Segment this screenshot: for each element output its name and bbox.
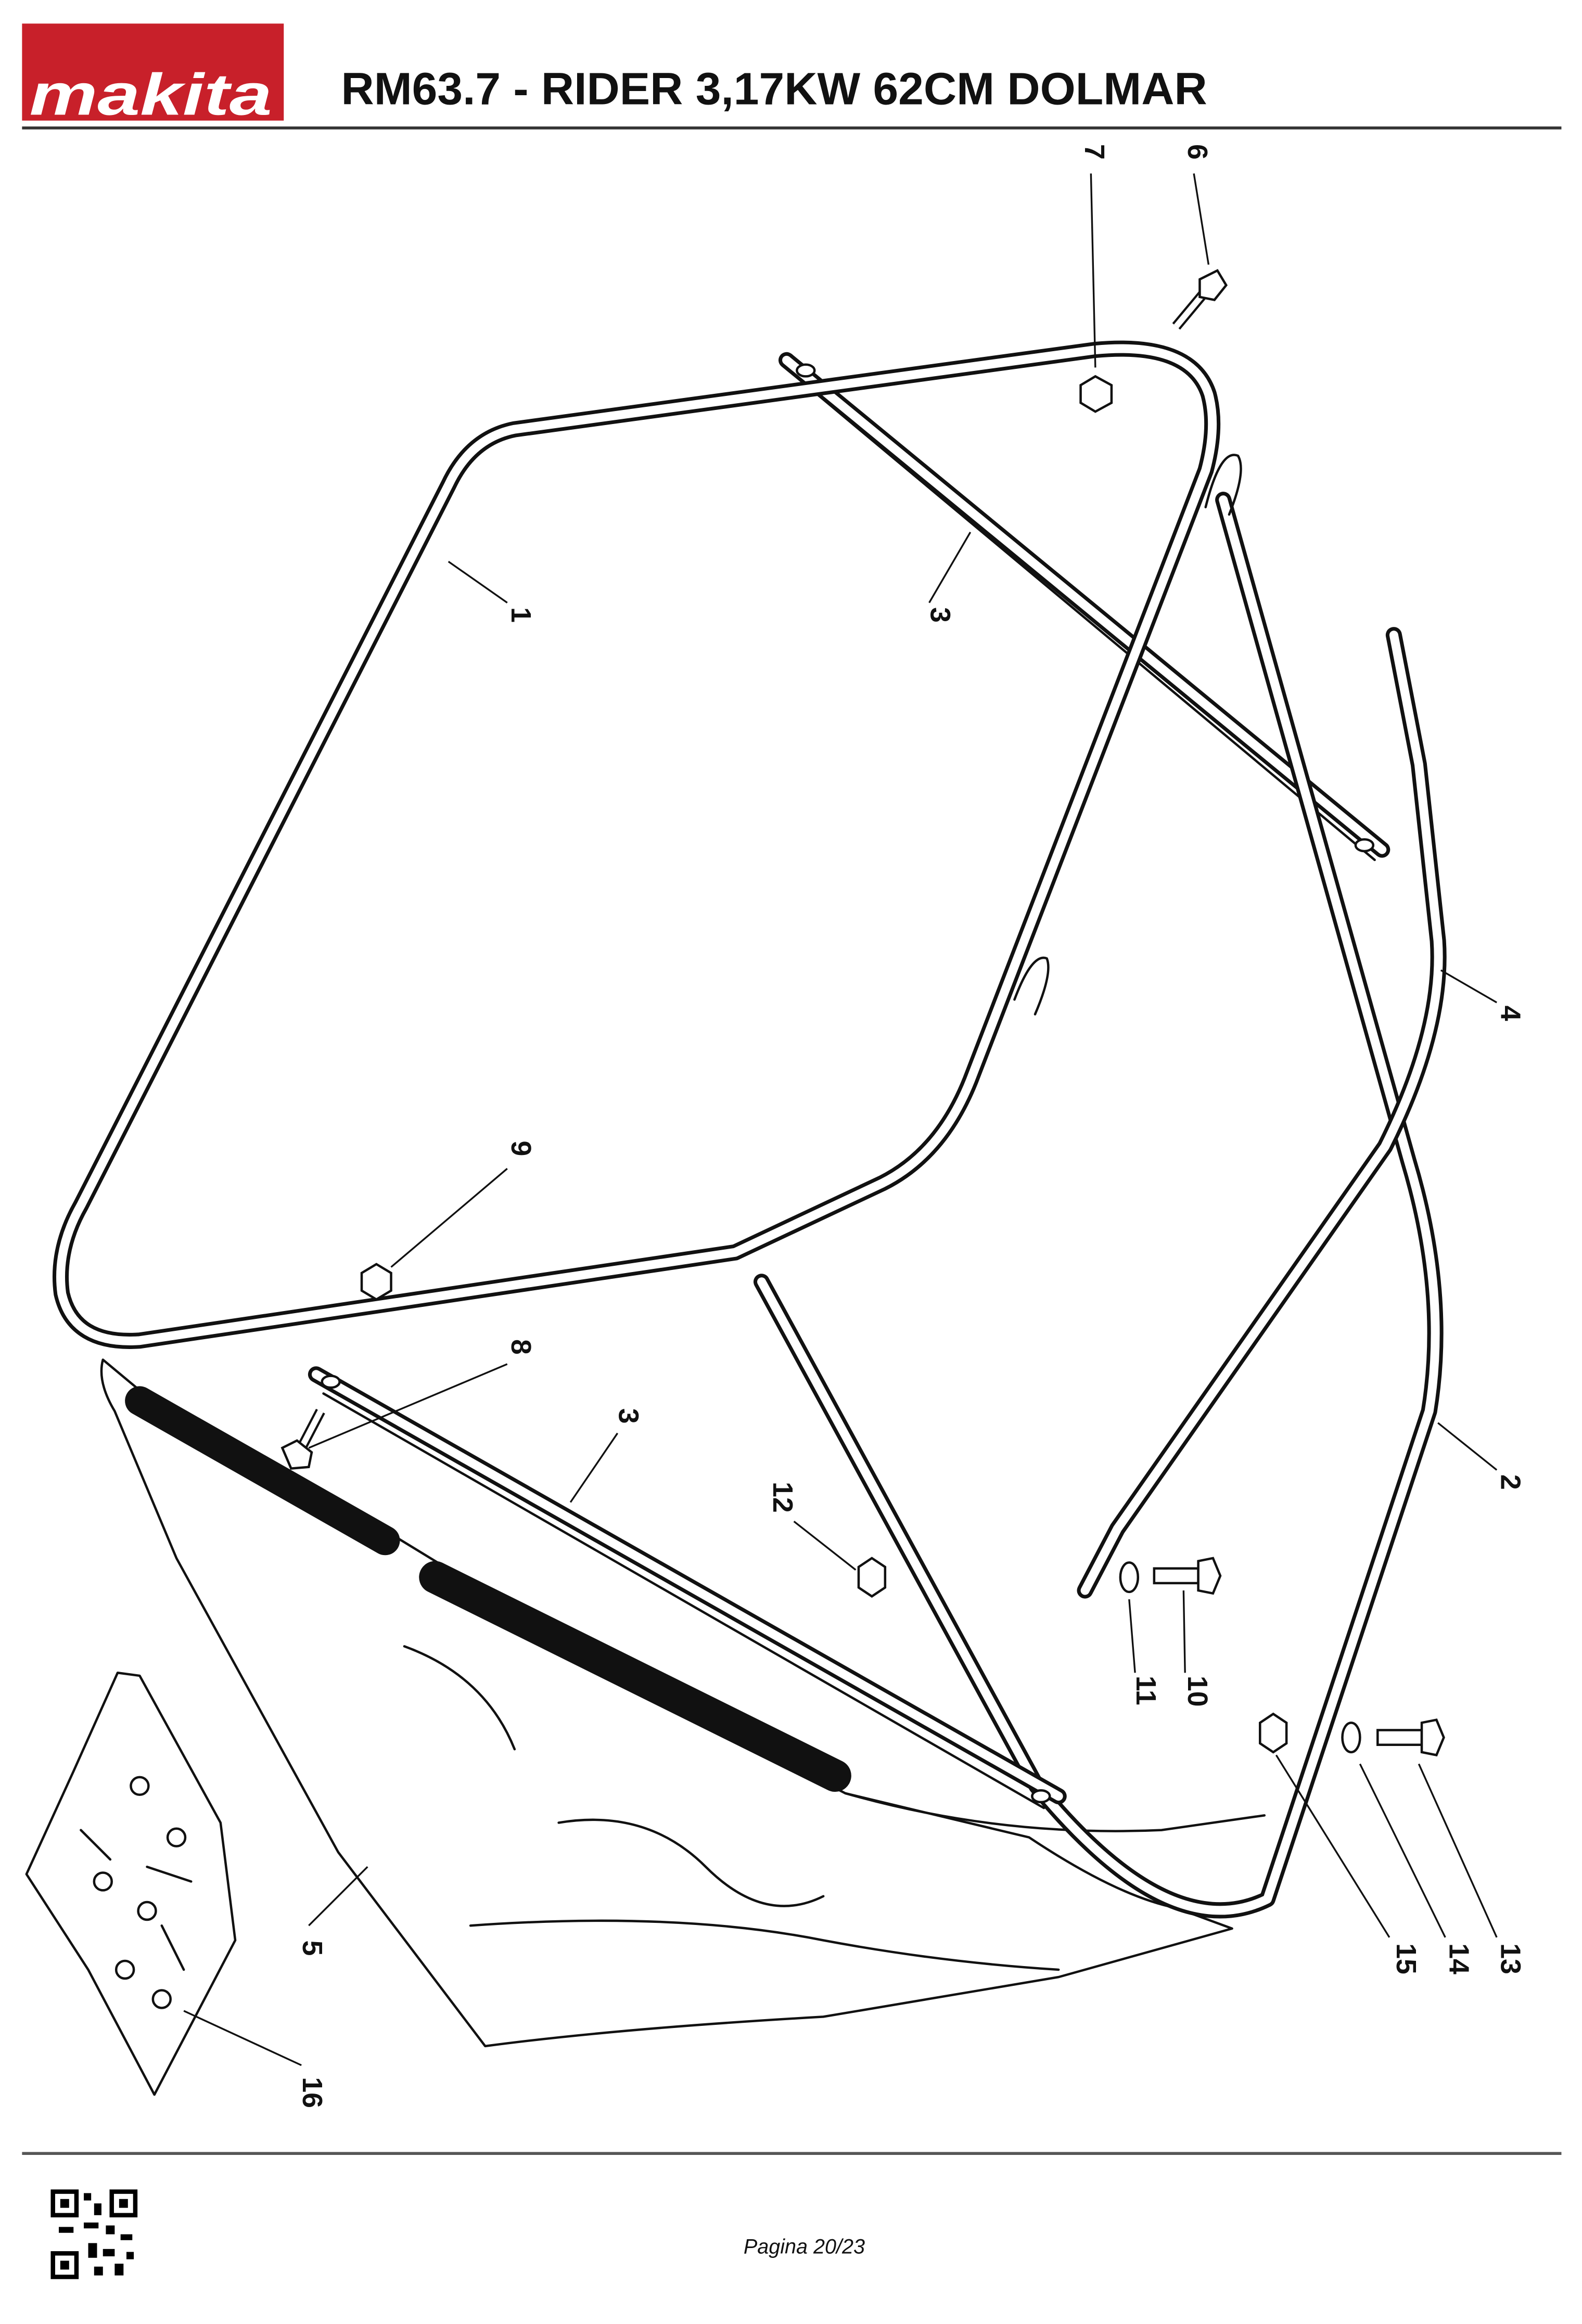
callout-12: 12 xyxy=(767,1482,798,1513)
cross-bar-top xyxy=(778,352,1390,862)
page-number: Pagina 20/23 xyxy=(744,2235,865,2258)
washer-11 xyxy=(1119,1561,1140,1594)
hardware-bag-16 xyxy=(25,1672,237,2096)
nut-15 xyxy=(1259,1712,1288,1754)
makita-logo: makita xyxy=(22,23,284,127)
leader-lines xyxy=(183,173,1498,2066)
callout-labels: 7 6 1 3 4 9 8 3 12 2 10 11 13 14 15 5 16 xyxy=(297,144,1526,2108)
bolt-8 xyxy=(280,1408,325,1470)
callout-16: 16 xyxy=(297,2077,328,2108)
callout-6: 6 xyxy=(1182,144,1213,160)
callout-11: 11 xyxy=(1130,1676,1162,1705)
qr-code-icon xyxy=(50,2189,138,2279)
grass-bag xyxy=(100,1358,1266,2048)
frame-1 xyxy=(53,340,1221,1349)
bolt-10 xyxy=(1153,1557,1222,1595)
nut-12 xyxy=(857,1557,887,1598)
nut-7 xyxy=(1079,375,1113,413)
callout-7: 7 xyxy=(1079,144,1110,160)
callout-3: 3 xyxy=(924,607,955,623)
callout-9: 9 xyxy=(505,1141,537,1157)
callout-15: 15 xyxy=(1390,1943,1422,1974)
hardware xyxy=(25,269,1445,2096)
bolt-13 xyxy=(1376,1718,1445,1757)
callout-2: 2 xyxy=(1495,1474,1526,1490)
callout-1: 1 xyxy=(505,607,537,623)
washer-14 xyxy=(1341,1722,1361,1754)
bag-seal-strip xyxy=(125,1386,400,1556)
callout-10: 10 xyxy=(1182,1676,1213,1707)
bolt-6 xyxy=(1172,269,1228,330)
callout-8: 8 xyxy=(505,1339,537,1355)
page-title: RM63.7 - RIDER 3,17KW 62CM DOLMAR xyxy=(341,63,1207,114)
nut-9 xyxy=(360,1263,392,1301)
callout-4: 4 xyxy=(1495,1006,1526,1021)
callout-13: 13 xyxy=(1495,1943,1526,1974)
support-bar-4 xyxy=(1077,627,1447,1599)
cross-bar-bottom xyxy=(308,1366,1067,1809)
callout-14: 14 xyxy=(1444,1943,1475,1974)
callout-3: 3 xyxy=(613,1408,644,1424)
svg-text:makita: makita xyxy=(30,61,272,127)
callout-5: 5 xyxy=(297,1940,328,1956)
frame-2 xyxy=(753,454,1444,1919)
bag-seal-strip xyxy=(419,1561,851,1792)
